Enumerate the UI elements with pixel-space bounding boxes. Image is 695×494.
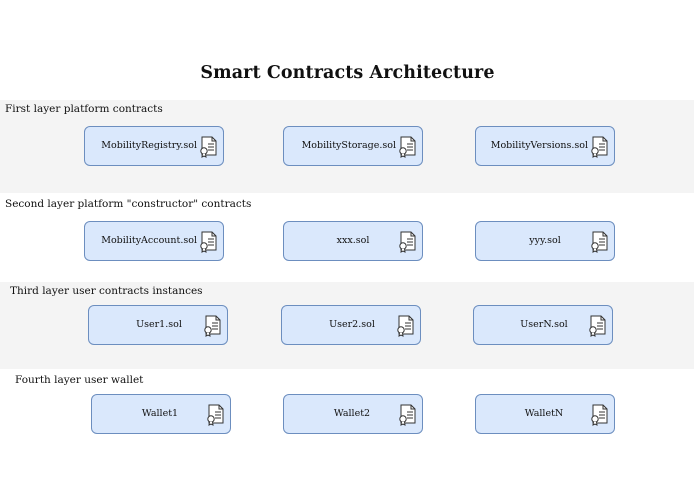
node-label: Wallet2 [333, 408, 371, 419]
contract-document-icon [199, 231, 219, 253]
node-label: MobilityRegistry.sol [101, 140, 197, 151]
layer-1-label: First layer platform contracts [5, 103, 163, 115]
node-label: User1.sol [136, 319, 182, 330]
contract-document-icon [590, 404, 610, 426]
layer-2-label: Second layer platform "constructor" cont… [5, 198, 252, 210]
wallet-node-n[interactable]: WalletN [475, 394, 615, 434]
node-label: Wallet1 [141, 408, 179, 419]
contract-document-icon [398, 231, 418, 253]
node-label: yyy.sol [529, 235, 561, 246]
contract-document-icon [398, 136, 418, 158]
layer-4-label: Fourth layer user wallet [15, 374, 144, 386]
node-label: MobilityAccount.sol [101, 235, 197, 246]
node-label: User2.sol [329, 319, 375, 330]
contract-node-xxx[interactable]: xxx.sol [283, 221, 423, 261]
contract-document-icon [588, 315, 608, 337]
node-label: WalletN [524, 408, 564, 419]
node-label: MobilityStorage.sol [301, 140, 396, 151]
contract-node-mobility-account[interactable]: MobilityAccount.sol [84, 221, 224, 261]
contract-document-icon [199, 136, 219, 158]
contract-node-user1[interactable]: User1.sol [88, 305, 228, 345]
contract-document-icon [203, 315, 223, 337]
contract-document-icon [398, 404, 418, 426]
node-label: xxx.sol [336, 235, 370, 246]
node-label: UserN.sol [520, 319, 568, 330]
contract-node-mobility-registry[interactable]: MobilityRegistry.sol [84, 126, 224, 166]
contract-document-icon [590, 231, 610, 253]
contract-node-usern[interactable]: UserN.sol [473, 305, 613, 345]
contract-document-icon [206, 404, 226, 426]
contract-document-icon [396, 315, 416, 337]
node-label: MobilityVersions.sol [490, 140, 588, 151]
wallet-node-2[interactable]: Wallet2 [283, 394, 423, 434]
contract-node-mobility-versions[interactable]: MobilityVersions.sol [475, 126, 615, 166]
layer-3-label: Third layer user contracts instances [10, 285, 203, 297]
contract-document-icon [590, 136, 610, 158]
contract-node-mobility-storage[interactable]: MobilityStorage.sol [283, 126, 423, 166]
contract-node-user2[interactable]: User2.sol [281, 305, 421, 345]
contract-node-yyy[interactable]: yyy.sol [475, 221, 615, 261]
wallet-node-1[interactable]: Wallet1 [91, 394, 231, 434]
diagram-title: Smart Contracts Architecture [200, 63, 495, 83]
